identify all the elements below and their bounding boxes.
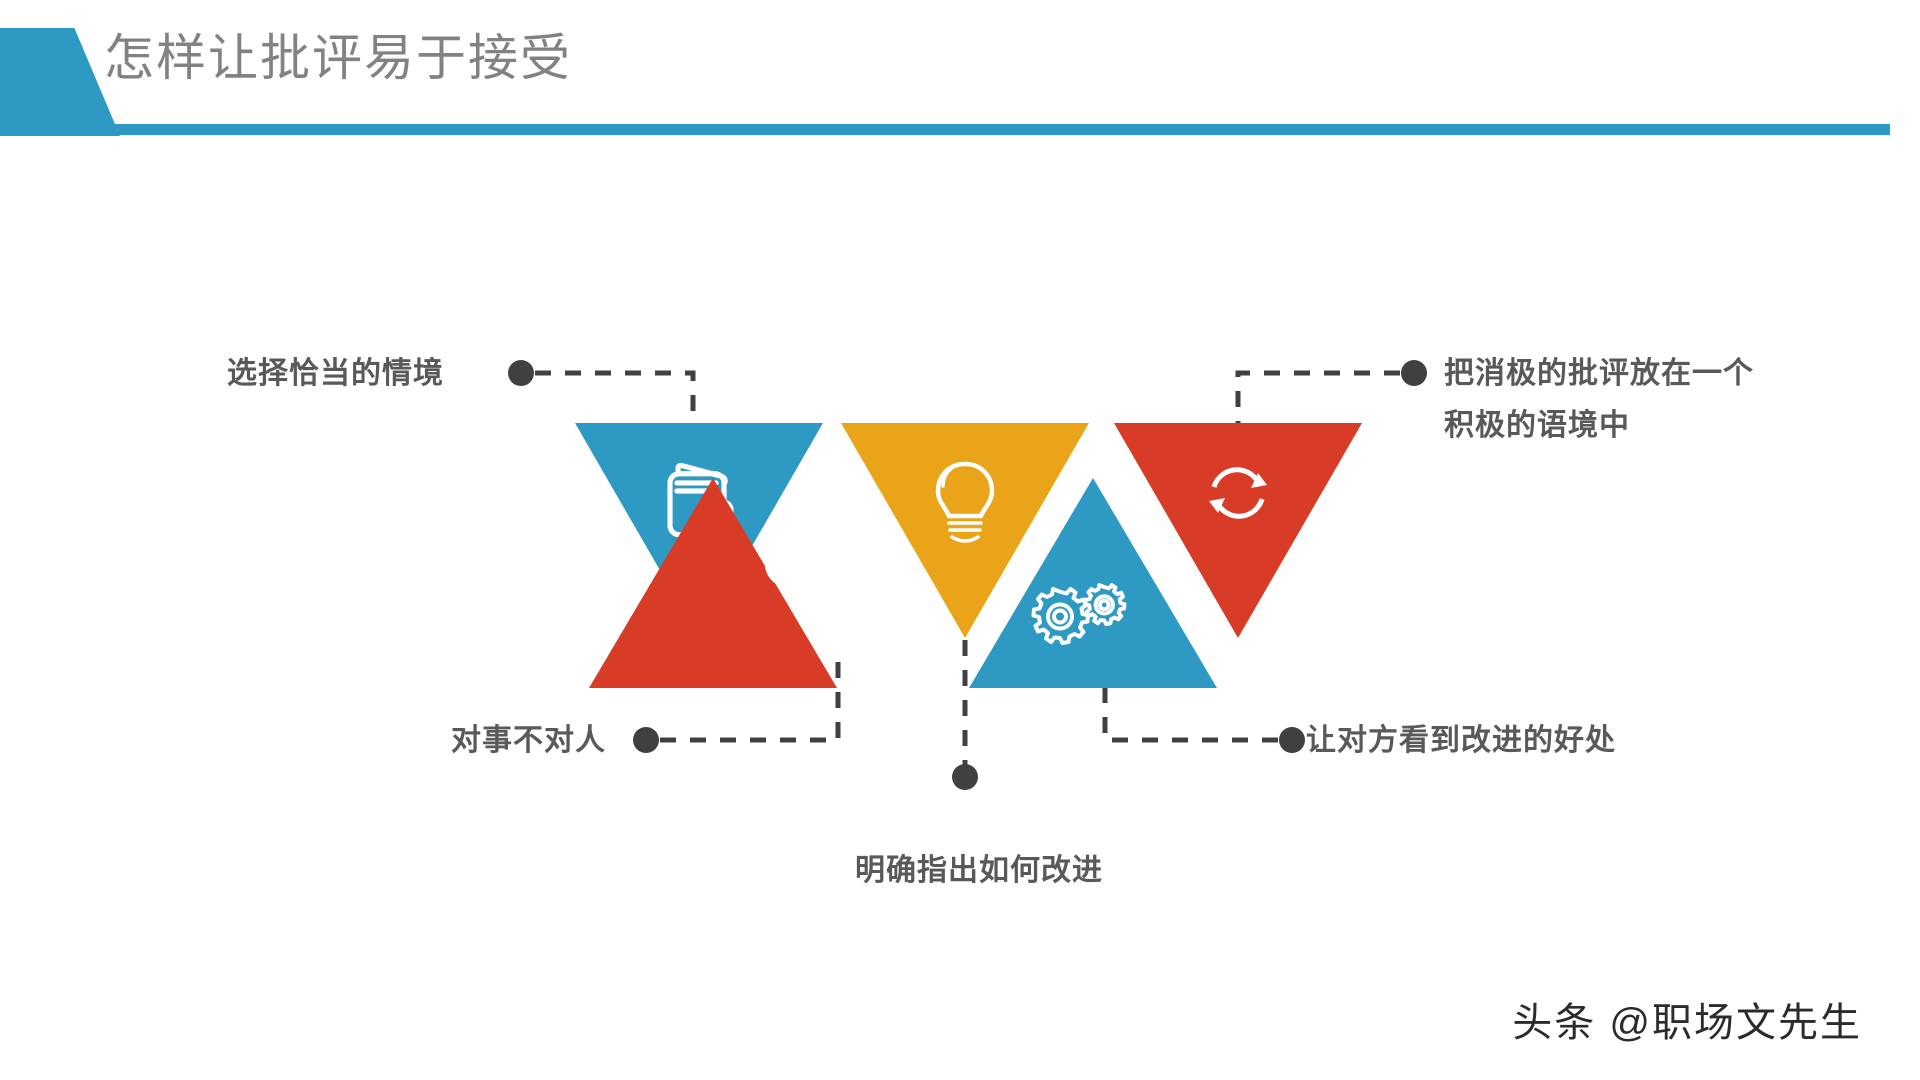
- connector-dot-1: [508, 360, 534, 386]
- label-top-right-line2: 积极的语境中: [1444, 409, 1630, 442]
- triangle-5-red-down[interactable]: [1114, 423, 1362, 638]
- label-bottom-center: 明确指出如何改进: [855, 854, 1103, 887]
- connector-dot-5: [1401, 360, 1427, 386]
- triangle-2-shape: [589, 478, 837, 688]
- gears-icon: [1031, 583, 1127, 645]
- connector-dot-2: [633, 727, 659, 753]
- connector-dots: [508, 360, 1427, 790]
- page-title: 怎样让批评易于接受: [104, 30, 572, 86]
- triangle-3-orange-down[interactable]: [841, 423, 1089, 638]
- triangle-2-red-up[interactable]: [589, 478, 842, 688]
- connector-line-5: [1235, 370, 1400, 470]
- magnifier-icon: [764, 537, 828, 601]
- triangle-4-shape: [969, 478, 1217, 688]
- label-bottom-left: 对事不对人: [451, 724, 606, 757]
- label-top-right-line1: 把消极的批评放在一个: [1444, 357, 1754, 390]
- header-divider: [104, 124, 1890, 135]
- lightbulb-icon: [935, 461, 995, 543]
- refresh-icon: [1209, 467, 1267, 519]
- triangle-4-blue-up[interactable]: [969, 478, 1217, 688]
- label-top-left: 选择恰当的情境: [227, 357, 444, 390]
- label-top-right: 把消极的批评放在一个 积极的语境中: [1444, 348, 1754, 452]
- connector-dot-3: [952, 764, 978, 790]
- triangle-5-shape: [1114, 423, 1362, 638]
- label-bottom-right: 让对方看到改进的好处: [1306, 724, 1616, 757]
- connector-dot-4: [1279, 727, 1305, 753]
- watermark: 头条 @职场文先生: [1512, 1001, 1862, 1045]
